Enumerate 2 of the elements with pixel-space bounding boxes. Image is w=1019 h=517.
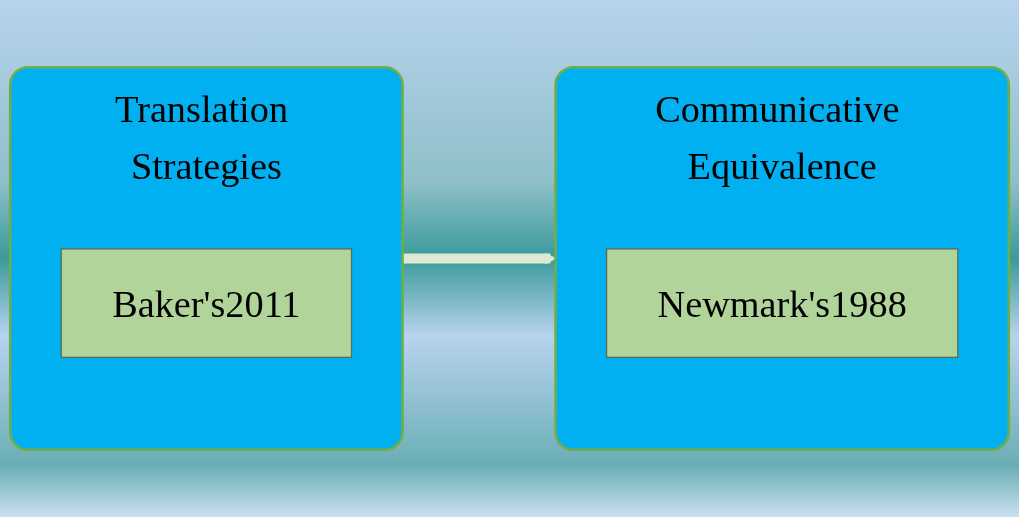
node-box: Baker's2011 <box>60 248 353 358</box>
node-box: Newmark's1988 <box>605 248 959 358</box>
